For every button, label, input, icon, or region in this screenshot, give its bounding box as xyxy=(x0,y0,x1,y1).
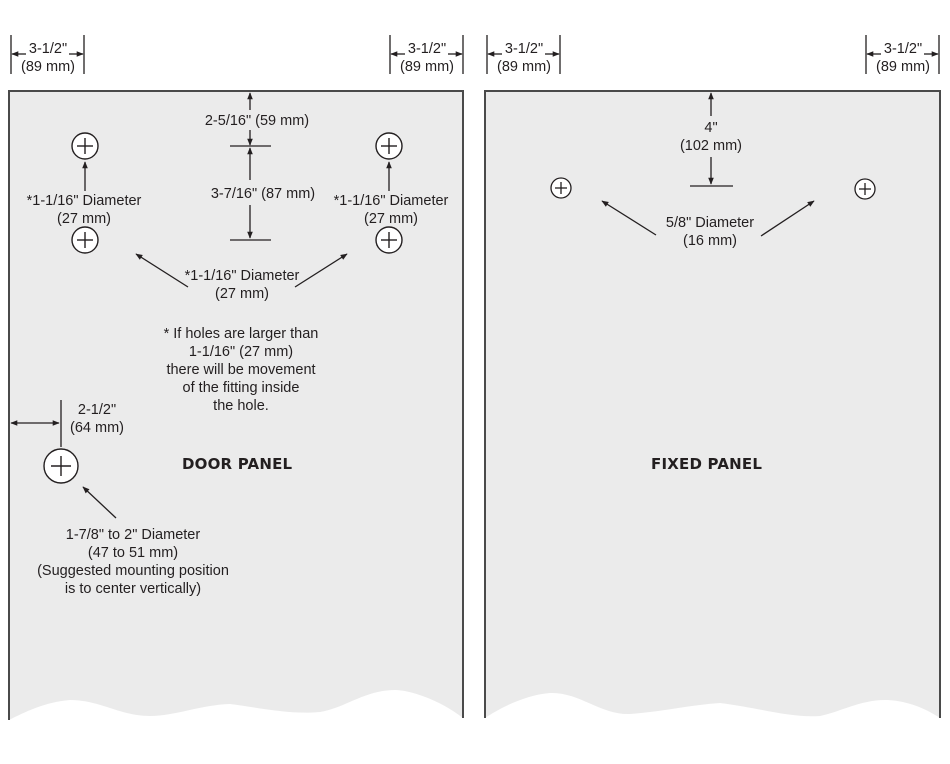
fixed-panel-title: FIXED PANEL xyxy=(651,455,763,473)
fixed-panel-border xyxy=(484,90,941,718)
door-handle-hole xyxy=(43,448,79,484)
door-right-edge-dimension xyxy=(389,35,464,74)
dim-line1: 3-1/2" xyxy=(28,41,68,57)
label-line1: *1-1/16" Diameter xyxy=(26,193,142,209)
label-line2: (16 mm) xyxy=(683,233,737,249)
door-top-offset-dimension xyxy=(230,92,271,147)
door-left-edge-dim-label: 3-1/2" (89 mm) xyxy=(13,40,83,76)
label-line2: (47 to 51 mm) xyxy=(87,545,179,561)
label-line2: (27 mm) xyxy=(57,211,111,227)
dim-line2: (89 mm) xyxy=(400,59,454,75)
fixed-leader-arrows xyxy=(601,200,815,237)
door-hole-spacing-dimension xyxy=(230,147,271,241)
door-right-edge-dim-label: 3-1/2" (89 mm) xyxy=(392,40,462,76)
fixed-left-edge-dimension xyxy=(486,35,561,74)
label-line3: (Suggested mounting position xyxy=(37,563,229,579)
label-line2: (64 mm) xyxy=(70,420,124,436)
footnote-line4: of the fitting inside xyxy=(182,380,300,396)
dim-line2: (89 mm) xyxy=(21,59,75,75)
label-line1: 4" xyxy=(704,120,718,136)
door-hole-right-bottom xyxy=(375,226,403,254)
fixed-hole-left xyxy=(550,177,572,199)
footnote-line3: there will be movement xyxy=(166,362,316,378)
fixed-top-offset-dimension xyxy=(690,92,733,187)
door-panel-fill xyxy=(9,91,463,720)
dim-line1: 3-1/2" xyxy=(407,41,447,57)
door-panel-border xyxy=(8,90,464,720)
door-panel xyxy=(8,90,464,720)
door-hole-right-top xyxy=(375,132,403,160)
fixed-top-offset-label: 4" (102 mm) xyxy=(671,119,751,155)
label-line1: 5/8" Diameter xyxy=(665,215,755,231)
door-left-edge-dimension xyxy=(10,35,85,74)
fixed-right-edge-dim-label: 3-1/2" (89 mm) xyxy=(868,40,938,76)
label-line1: *1-1/16" Diameter xyxy=(333,193,449,209)
door-panel-title: DOOR PANEL xyxy=(182,455,293,473)
door-leader-arrows xyxy=(82,161,392,519)
fixed-hole-label: 5/8" Diameter (16 mm) xyxy=(654,214,766,250)
door-top-offset-label: 2-5/16" (59 mm) xyxy=(198,112,316,130)
dim-line1: 3-1/2" xyxy=(504,41,544,57)
door-right-hole-label: *1-1/16" Diameter (27 mm) xyxy=(325,192,457,228)
door-left-hole-label: *1-1/16" Diameter (27 mm) xyxy=(18,192,150,228)
door-hole-spacing-label: 3-7/16" (87 mm) xyxy=(203,185,323,203)
door-handle-offset-label: 2-1/2" (64 mm) xyxy=(64,401,130,437)
door-hole-left-bottom xyxy=(71,226,99,254)
dim-line1: 3-1/2" xyxy=(883,41,923,57)
label-line2: (102 mm) xyxy=(679,138,743,154)
label-line1: 1-7/8" to 2" Diameter xyxy=(65,527,201,543)
fixed-panel xyxy=(484,90,941,718)
footnote-line1: * If holes are larger than xyxy=(163,326,319,342)
door-hole-left-top xyxy=(71,132,99,160)
label-line2: (27 mm) xyxy=(215,286,269,302)
label-line4: is to center vertically) xyxy=(64,581,202,597)
fixed-left-edge-dim-label: 3-1/2" (89 mm) xyxy=(489,40,559,76)
fixed-panel-fill xyxy=(485,91,940,718)
footnote-line2: 1-1/16" (27 mm) xyxy=(188,344,294,360)
door-center-hole-label: *1-1/16" Diameter (27 mm) xyxy=(176,267,308,303)
fixed-right-edge-dimension xyxy=(865,35,940,74)
footnote-line5: the hole. xyxy=(213,398,269,414)
fixed-hole-right xyxy=(854,178,876,200)
dim-line2: (89 mm) xyxy=(876,59,930,75)
dim-line2: (89 mm) xyxy=(497,59,551,75)
door-footnote: * If holes are larger than 1-1/16" (27 m… xyxy=(150,325,332,415)
door-handle-offset-dimension xyxy=(10,400,62,447)
label-line1: 2-1/2" xyxy=(77,402,117,418)
label-line1: *1-1/16" Diameter xyxy=(184,268,300,284)
label-line2: (27 mm) xyxy=(364,211,418,227)
door-handle-hole-label: 1-7/8" to 2" Diameter (47 to 51 mm) (Sug… xyxy=(20,526,246,598)
